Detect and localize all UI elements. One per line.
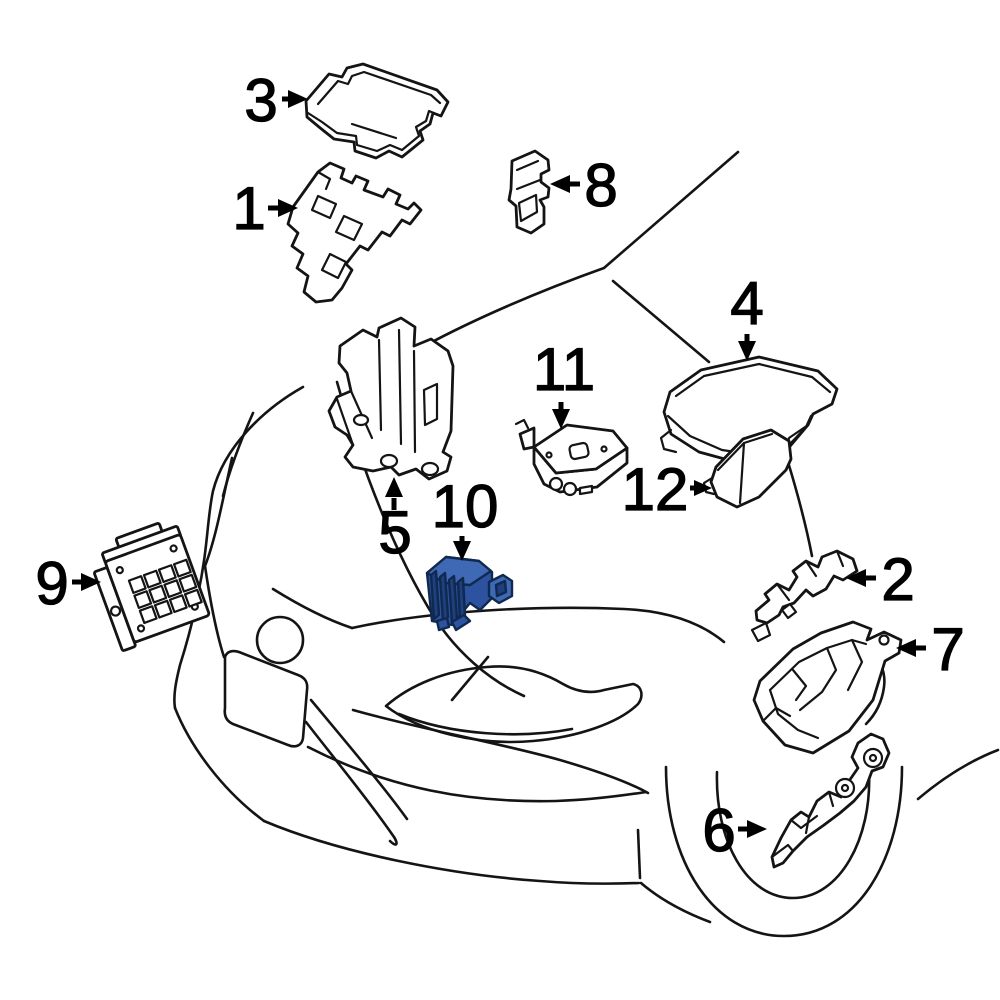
callout-2-number: 2 — [881, 546, 914, 613]
part-7-relay-box-tray — [752, 620, 903, 755]
part-6-support-bracket — [770, 732, 891, 869]
callout-12: 12 — [621, 455, 712, 524]
callout-9-arrowhead — [81, 573, 101, 591]
callout-12-number: 12 — [622, 456, 689, 523]
callout-9-number: 9 — [35, 550, 68, 617]
wheel-outer-circle — [664, 765, 904, 938]
part-3-fuse-box-upper-cover — [304, 62, 450, 160]
car-front-outline — [173, 150, 1000, 938]
part-1-fuse-relay-block — [286, 161, 423, 304]
callout-3-arrowhead — [288, 90, 308, 108]
callout-3-number: 3 — [244, 67, 277, 134]
callout-10: 10 — [431, 472, 499, 561]
brand-emblem — [255, 615, 305, 665]
callout-5-arrowhead — [385, 477, 403, 497]
callout-9: 9 — [35, 549, 101, 618]
callout-2-arrowhead — [846, 569, 866, 587]
callout-8: 8 — [550, 151, 618, 220]
callout-2: 2 — [846, 545, 915, 614]
callout-1: 1 — [232, 174, 298, 243]
callout-3: 3 — [244, 66, 308, 135]
callout-4: 4 — [730, 269, 764, 361]
callout-11: 11 — [532, 335, 596, 429]
part-10-highlighted-relay — [425, 555, 514, 632]
callouts: 1 3 8 4 11 12 — [35, 66, 966, 865]
callout-1-number: 1 — [232, 175, 265, 242]
callout-7: 7 — [896, 615, 965, 684]
headlight-outline — [384, 665, 643, 744]
callout-10-arrowhead — [453, 541, 471, 561]
callout-11-number: 11 — [533, 336, 595, 403]
callout-5: 5 — [378, 477, 412, 567]
part-2-bracket-rail — [750, 549, 859, 643]
part-5-mounting-bracket — [327, 316, 455, 481]
callout-6: 6 — [702, 796, 767, 865]
callout-6-number: 6 — [702, 797, 735, 864]
callout-4-arrowhead — [738, 341, 756, 361]
callout-8-arrowhead — [550, 175, 570, 193]
part-12-relay-box-cover — [702, 428, 793, 509]
callout-10-number: 10 — [432, 473, 499, 540]
callout-6-arrowhead — [747, 820, 767, 838]
part-4-fuse-box-cover — [659, 355, 839, 466]
wheel-inner-circle — [715, 770, 871, 900]
callout-1-arrowhead — [278, 199, 298, 217]
callout-7-arrowhead — [896, 639, 916, 657]
callout-11-arrowhead — [552, 409, 570, 429]
callout-7-number: 7 — [931, 616, 964, 683]
part-11-control-unit — [514, 418, 629, 497]
part-8-side-bracket — [507, 149, 551, 235]
callout-8-number: 8 — [584, 152, 617, 219]
callout-4-number: 4 — [730, 270, 763, 337]
part-9-control-module — [93, 522, 211, 652]
callout-12-arrowhead — [694, 480, 712, 496]
